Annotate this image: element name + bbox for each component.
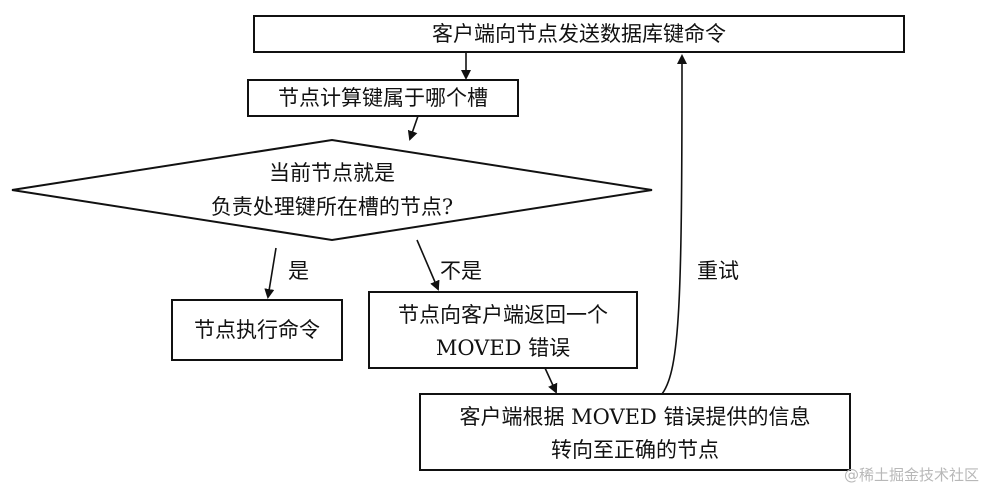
edge-compute-to-decision <box>407 115 419 141</box>
decision-label-line2: 负责处理键所在槽的节点? <box>211 195 453 219</box>
moved-error-label-line2: MOVED 错误 <box>436 336 570 360</box>
edge-label-yes: 是 <box>288 259 309 283</box>
watermark: @稀土掘金技术社区 <box>844 466 979 484</box>
moved-error-box: 节点向客户端返回一个 MOVED 错误 <box>368 291 638 369</box>
edge-label-retry: 重试 <box>697 259 739 283</box>
execute-command-box: 节点执行命令 <box>171 299 343 361</box>
send-command-label: 客户端向节点发送数据库键命令 <box>432 22 726 46</box>
compute-slot-label: 节点计算键属于哪个槽 <box>278 86 488 110</box>
redirect-label-line1: 客户端根据 MOVED 错误提供的信息 <box>459 405 810 429</box>
decision-diamond: 当前节点就是 负责处理键所在槽的节点? <box>11 138 653 242</box>
redirect-box: 客户端根据 MOVED 错误提供的信息 转向至正确的节点 <box>419 393 851 471</box>
edge-label-no: 不是 <box>440 259 482 283</box>
edge-moved-to-redirect <box>544 367 558 394</box>
redirect-label-line2: 转向至正确的节点 <box>551 438 719 462</box>
execute-command-label: 节点执行命令 <box>194 318 320 342</box>
decision-label-line1: 当前节点就是 <box>269 161 395 185</box>
compute-slot-box: 节点计算键属于哪个槽 <box>247 79 519 117</box>
send-command-box: 客户端向节点发送数据库键命令 <box>253 15 905 53</box>
moved-error-label-line1: 节点向客户端返回一个 <box>398 303 608 327</box>
edge-decision-to-execute <box>264 247 277 299</box>
edge-retry-loop <box>661 54 687 395</box>
edge-decision-to-moved <box>416 239 440 291</box>
